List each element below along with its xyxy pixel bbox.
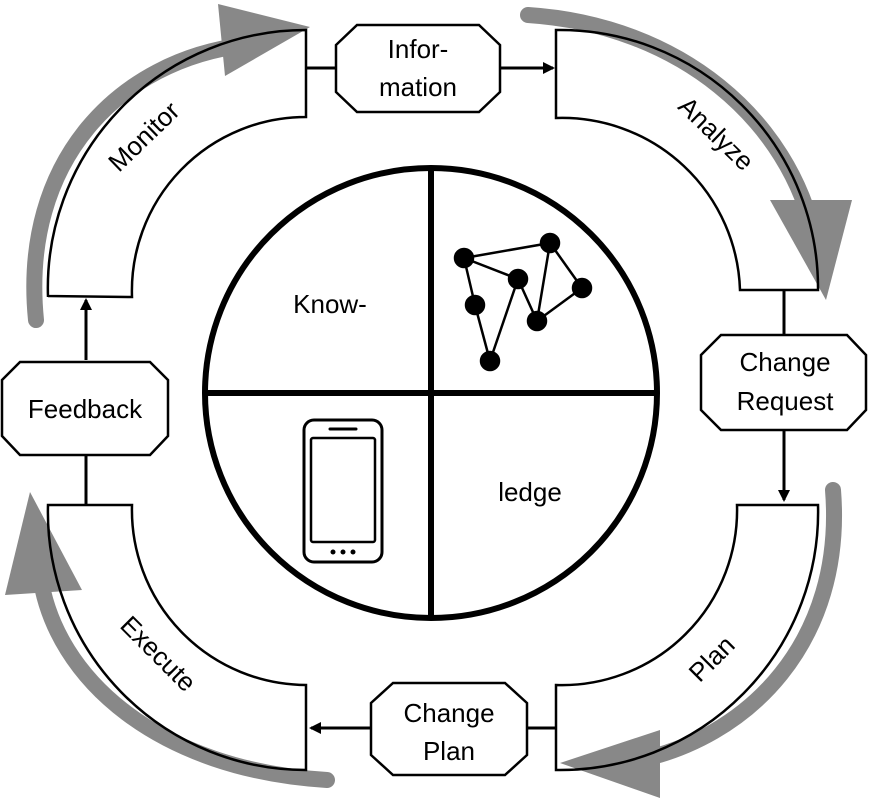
change-request-label-line1: Change (739, 347, 830, 377)
information-label-line1: Infor- (388, 34, 449, 64)
svg-text:mation: mation (379, 72, 457, 102)
knowledge-label-top: Know- (293, 289, 367, 319)
change-request-label-line2: Request (737, 386, 835, 416)
change-request-box: Change Request (699, 333, 868, 432)
svg-text:Infor-: Infor- (388, 34, 449, 64)
plan-label: Plan (683, 630, 741, 688)
svg-text:Feedback: Feedback (28, 394, 143, 424)
ring-segment-execute (46, 503, 308, 772)
smartphone-icon (302, 418, 384, 564)
svg-text:Change: Change (403, 698, 494, 728)
execute-label: Execute (115, 610, 203, 698)
ring-segment-plan (554, 503, 820, 772)
knowledge-label-bottom: ledge (498, 477, 562, 507)
knowledge-circle: Know- ledge (202, 165, 660, 621)
ring-segment-analyze (554, 28, 820, 292)
ring-segment-monitor (46, 28, 308, 299)
ring-segments (46, 28, 820, 772)
graph-network-icon (453, 232, 593, 372)
feedback-box: Feedback (0, 360, 170, 457)
execute-cycle-arrow (5, 492, 335, 788)
svg-text:Change: Change (739, 347, 830, 377)
information-label-line2: mation (379, 72, 457, 102)
feedback-label: Feedback (28, 394, 143, 424)
change-plan-box: Change Plan (369, 681, 529, 777)
svg-text:Request: Request (737, 386, 835, 416)
information-box: Infor- mation (334, 23, 502, 114)
connectors (80, 62, 790, 734)
svg-text:Plan: Plan (423, 736, 475, 766)
change-plan-label-line1: Change (403, 698, 494, 728)
change-plan-label-line2: Plan (423, 736, 475, 766)
